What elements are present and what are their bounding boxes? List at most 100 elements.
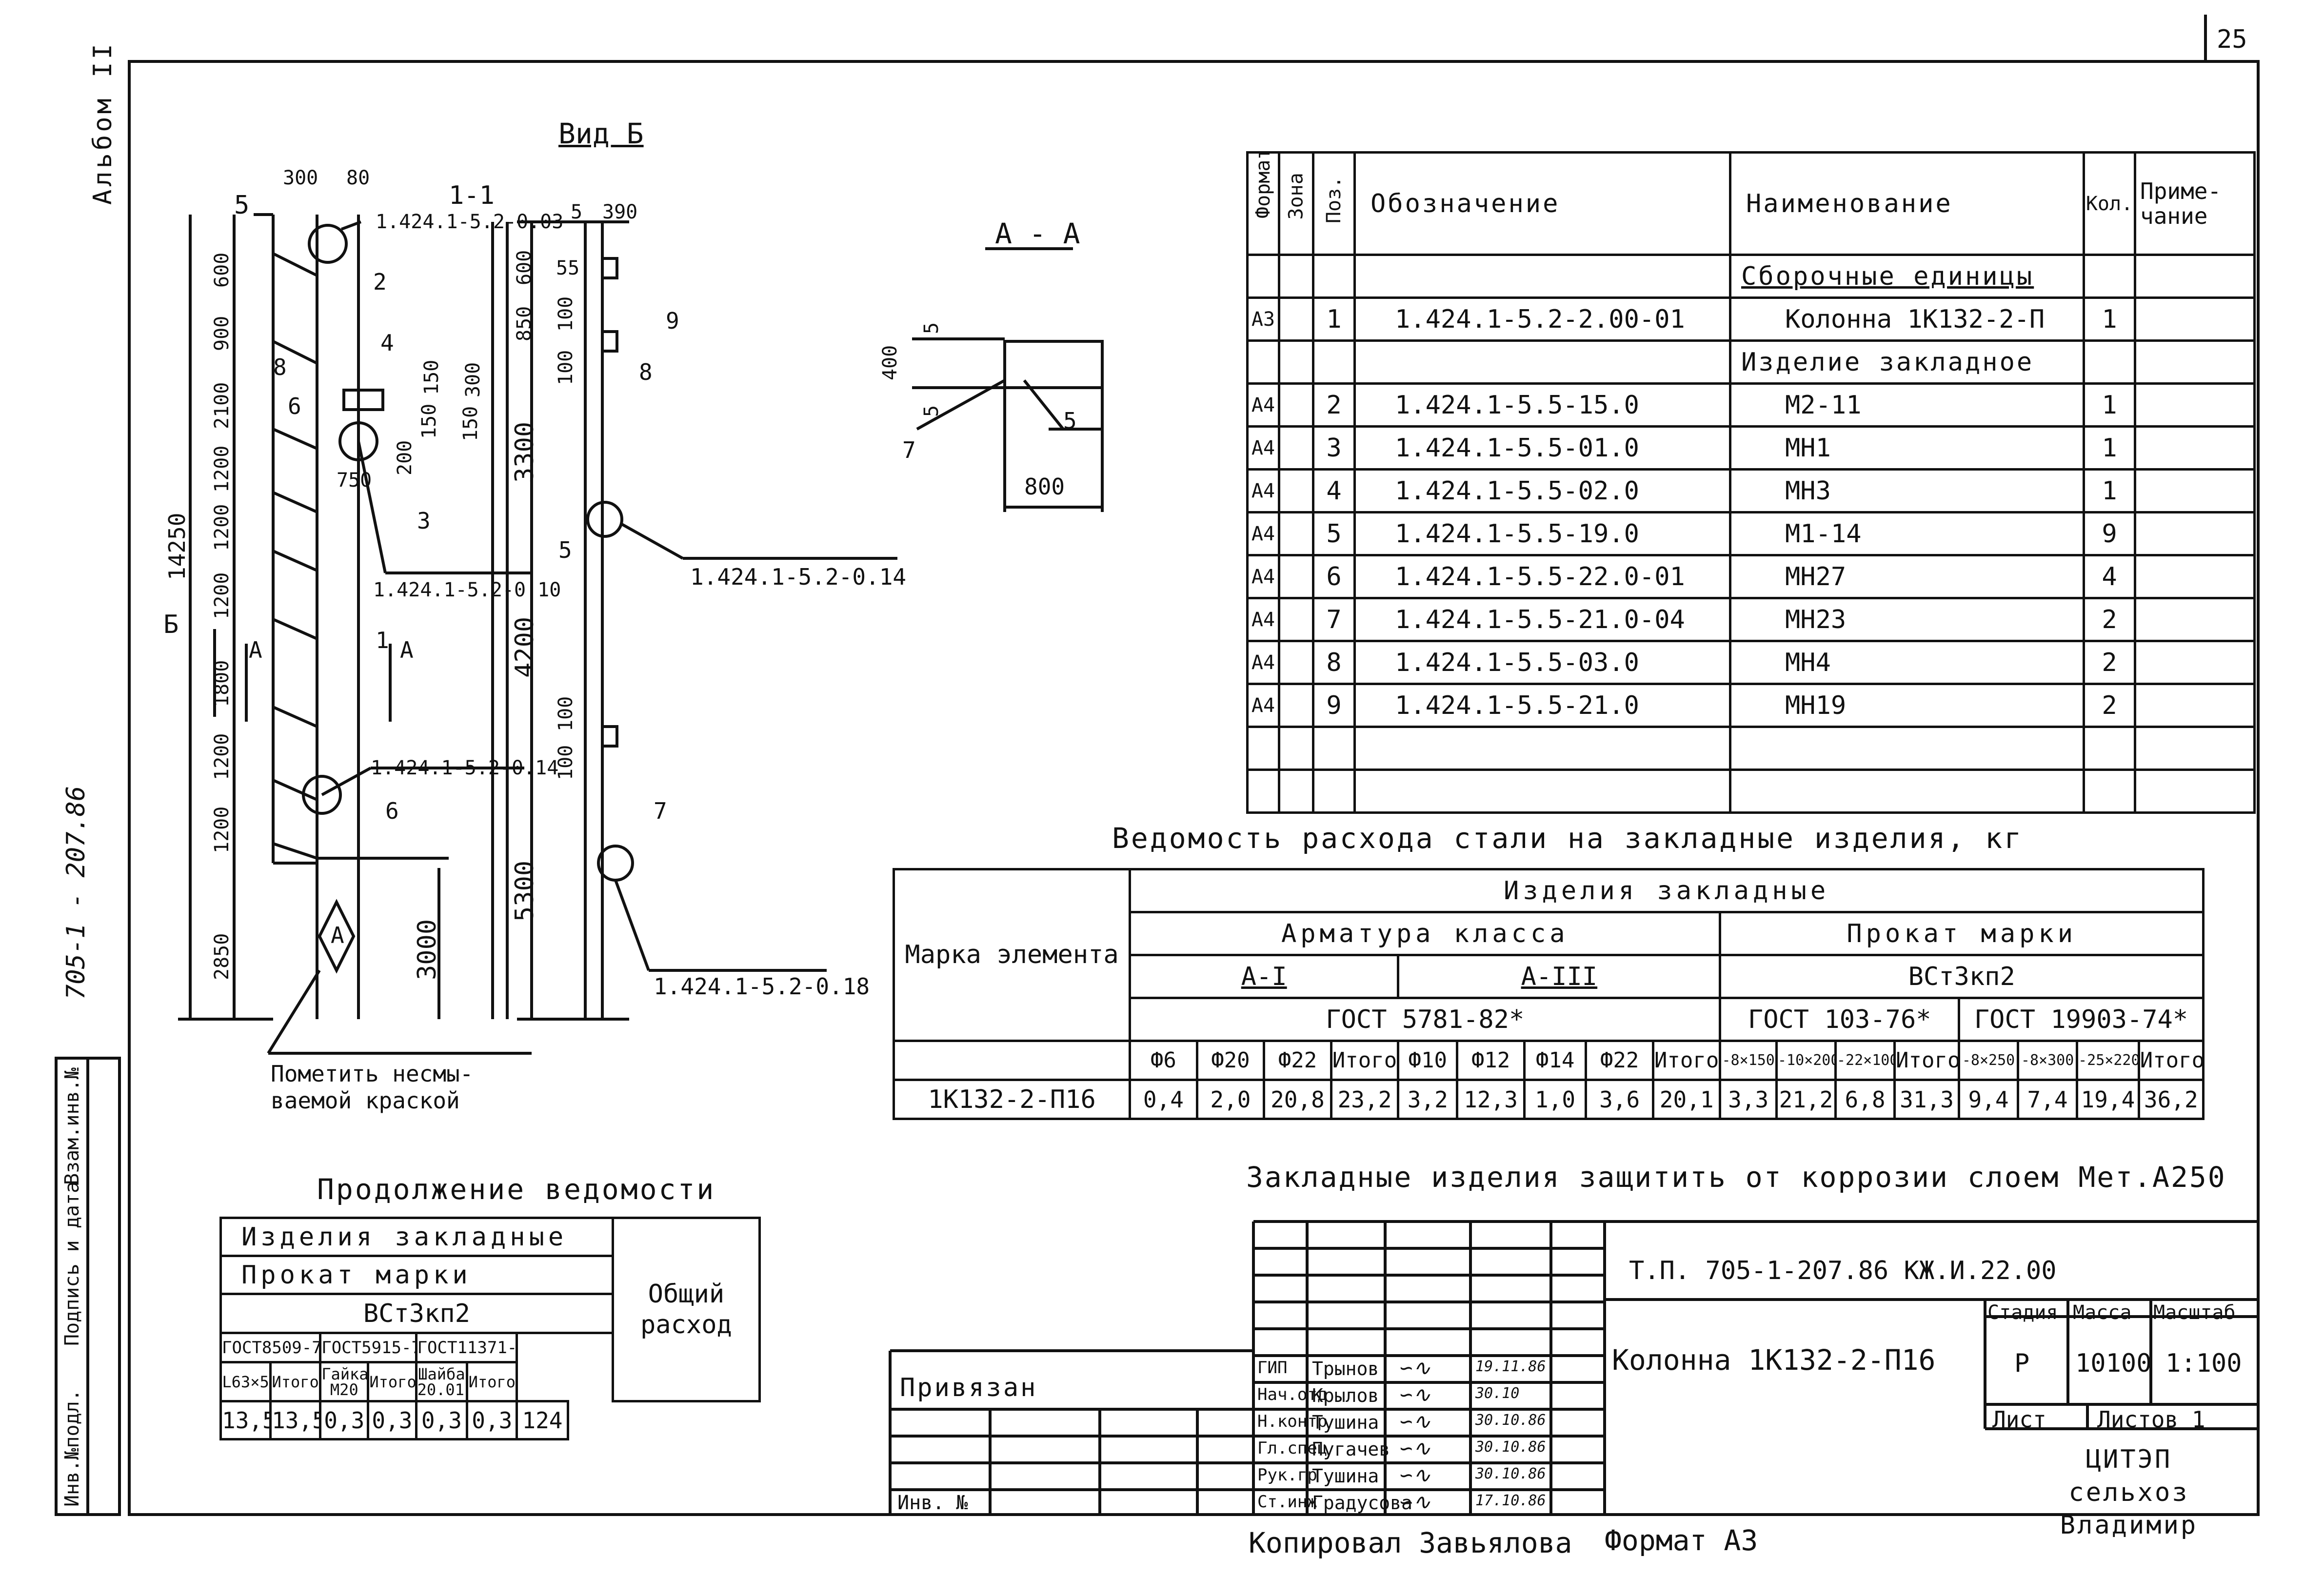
sheet-number: 25 xyxy=(2217,25,2247,54)
callout-ref-014-a: 1.424.1-5.2-0.14 xyxy=(371,757,559,779)
pos-label-9: 9 xyxy=(666,308,679,334)
dim-aa-5-b: 5 xyxy=(920,405,943,417)
dim-top-300: 300 xyxy=(283,167,318,189)
spec-cell-qty xyxy=(2083,726,2136,771)
spec-cell-format: А4 xyxy=(1246,511,1280,556)
callout-ref-018: 1.424.1-5.2-0.18 xyxy=(654,973,870,1000)
steel-col-header: -8×150 xyxy=(1719,1040,1778,1081)
spec-cell-designation: 1.424.1-5.5-21.0 xyxy=(1353,683,1731,728)
dim-1200-d: 1200 xyxy=(211,733,233,780)
cont-value: 13,5 xyxy=(269,1400,322,1440)
spec-cell-zone xyxy=(1278,597,1314,642)
spec-cell-zone xyxy=(1278,382,1314,428)
spec-cell-note xyxy=(2134,768,2256,814)
cont-col-header: Гайка М20 xyxy=(319,1361,370,1402)
spec-cell-note xyxy=(2134,339,2256,385)
dim-vb-600: 600 xyxy=(513,250,536,285)
cont-gost-11371: ГОСТ11371-78 xyxy=(415,1332,518,1363)
steel-col-header: Итого xyxy=(1651,1040,1722,1081)
handwritten-signature: ∽∿ xyxy=(1400,1409,1431,1434)
dim-vb-5: 5 xyxy=(571,201,583,223)
pos-label-7: 7 xyxy=(654,798,667,824)
steel-table-title: Ведомость расхода стали на закладные изд… xyxy=(1112,822,2024,855)
dim-1800: 1800 xyxy=(211,660,233,707)
signature-date: 30.10.86 xyxy=(1475,1465,1546,1482)
steel-value: 3,2 xyxy=(1397,1079,1459,1120)
signature-date: 17.10.86 xyxy=(1475,1492,1546,1509)
handwritten-signature: ∽∿ xyxy=(1400,1382,1431,1407)
steel-col-header: Ф6 xyxy=(1129,1040,1198,1081)
spec-cell-name: Изделие закладное xyxy=(1729,339,2085,385)
steel-col-header: -10×200 xyxy=(1775,1040,1837,1081)
spec-cell-qty: 2 xyxy=(2083,597,2136,642)
steel-col-header: -8×250 xyxy=(1958,1040,2020,1081)
pos-label-8b: 8 xyxy=(639,359,653,385)
spec-cell-pos: 6 xyxy=(1312,554,1356,599)
dim-150-c: 150 xyxy=(459,406,482,441)
spec-cell-note xyxy=(2134,425,2256,471)
dim-base-3000: 3000 xyxy=(413,919,442,980)
spec-cell-qty xyxy=(2083,768,2136,814)
cont-col-header: Шайба 20.01.019 xyxy=(415,1361,469,1402)
dim-total-14250: 14250 xyxy=(164,512,190,580)
spec-cell-qty: 1 xyxy=(2083,425,2136,471)
bound-label: Привязан xyxy=(900,1373,1038,1402)
dim-vb-5300: 5300 xyxy=(510,860,539,922)
spec-cell-designation: 1.424.1-5.5-21.0-04 xyxy=(1353,597,1731,642)
dim-vb-390: 390 xyxy=(602,201,638,223)
signature-name: Градусова xyxy=(1312,1492,1412,1514)
dim-vb-850: 850 xyxy=(513,306,536,341)
steel-col-header: Итого xyxy=(1893,1040,1961,1081)
spec-header-designation: Обозначение xyxy=(1353,151,1731,256)
dim-150-b: 150 xyxy=(418,403,440,439)
spec-cell-format xyxy=(1246,726,1280,771)
signature-role: Нач.отд xyxy=(1257,1385,1328,1404)
spec-cell-name: МН4 xyxy=(1729,640,2085,685)
dim-vb-55: 55 xyxy=(556,257,580,279)
pos-label-4: 4 xyxy=(380,330,394,356)
sheet-label: Лист xyxy=(1992,1406,2046,1433)
steel-col-header: -8×300 xyxy=(2017,1040,2079,1081)
dim-vb-3300: 3300 xyxy=(510,421,539,483)
steel-consumption-table: Марка элемента Изделия закладные Арматур… xyxy=(892,868,2205,1120)
spec-cell-qty: 9 xyxy=(2083,511,2136,556)
dim-150-a: 150 xyxy=(420,359,443,395)
scale-value: 1:100 xyxy=(2165,1349,2242,1378)
signature-name: Тушина xyxy=(1312,1412,1379,1433)
spec-cell-pos: 5 xyxy=(1312,511,1356,556)
dim-vb-100-a: 100 xyxy=(555,296,577,332)
dim-1200-b: 1200 xyxy=(211,504,233,551)
spec-cell-designation: 1.424.1-5.5-22.0-01 xyxy=(1353,554,1731,599)
cont-col-header: Итого xyxy=(367,1361,417,1402)
steel-value: 20,8 xyxy=(1263,1079,1332,1120)
steel-value: 21,2 xyxy=(1775,1079,1837,1120)
cont-value: 0,3 xyxy=(466,1400,518,1440)
spec-cell-format: А4 xyxy=(1246,683,1280,728)
spec-cell-designation: 1.424.1-5.5-02.0 xyxy=(1353,468,1731,513)
cont-rolled-header: Прокат марки xyxy=(219,1255,614,1295)
spec-cell-pos xyxy=(1312,339,1356,385)
spec-cell-qty: 2 xyxy=(2083,683,2136,728)
rolled-mark-header: Прокат марки xyxy=(1719,911,2205,956)
spec-cell-note xyxy=(2134,254,2256,299)
spec-cell-note xyxy=(2134,468,2256,513)
format-label: Формат А3 xyxy=(1605,1524,1758,1557)
embedded-items-header: Изделия закладные xyxy=(1129,868,2205,913)
spec-header-zone-text: Зона xyxy=(1285,172,1308,219)
view-b-title: Вид Б xyxy=(558,117,644,150)
signature-name: Трынов xyxy=(1312,1358,1379,1379)
spec-header-zone: Зона xyxy=(1278,151,1314,256)
stamp-inv-number: Инв.№подл. xyxy=(61,1389,83,1507)
total-consumption-header: Общий расход xyxy=(611,1217,761,1402)
cont-col-header: L63×5 xyxy=(219,1361,272,1402)
cont-col-header: Итого xyxy=(269,1361,322,1402)
signature-name: Тушина xyxy=(1312,1465,1379,1487)
spec-cell-qty: 1 xyxy=(2083,468,2136,513)
signature-role: Гл.спец xyxy=(1257,1438,1328,1458)
spec-header-note: Приме- чание xyxy=(2134,151,2256,256)
